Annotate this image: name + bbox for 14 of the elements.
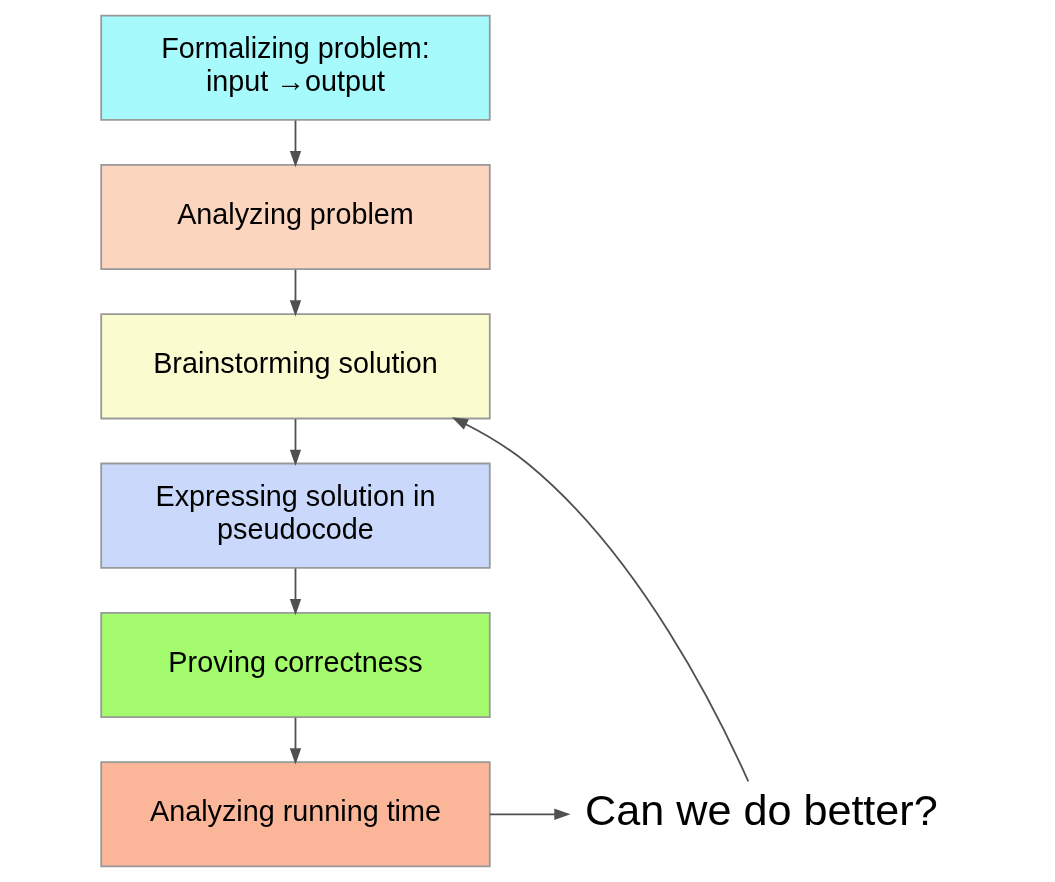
node-box: Brainstorming solution bbox=[99, 313, 491, 420]
node-box: Analyzing problem bbox=[99, 163, 491, 271]
node-box: Formalizing problem: input →output bbox=[99, 14, 491, 121]
arrow bbox=[289, 418, 301, 466]
arrow bbox=[451, 417, 749, 783]
node-box: Analyzing running time bbox=[99, 761, 491, 868]
node-box: Proving correctness bbox=[99, 611, 491, 719]
arrow bbox=[289, 268, 301, 317]
arrow bbox=[289, 119, 301, 168]
arrow bbox=[488, 808, 570, 820]
node-text: Can we do better? bbox=[584, 786, 938, 835]
node-box: Expressing solution in pseudocode bbox=[99, 462, 491, 569]
arrow bbox=[289, 567, 301, 616]
arrow bbox=[289, 716, 301, 765]
